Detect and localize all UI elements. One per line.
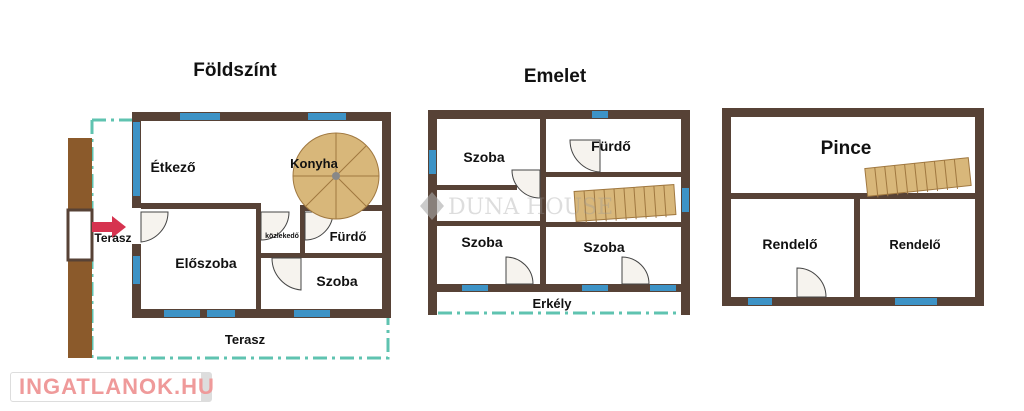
- svg-text:DUNA HOUSE: DUNA HOUSE: [448, 195, 613, 220]
- ingatlanok-logo[interactable]: INGATLANOK.HU: [10, 372, 215, 402]
- windows: [748, 298, 937, 305]
- windows: [429, 111, 689, 291]
- room-label: Szoba: [461, 234, 502, 250]
- room-label: közlekedő: [265, 233, 299, 240]
- watermark: DUNA HOUSE: [420, 192, 613, 220]
- room-label: Konyha: [290, 156, 338, 171]
- doors: [140, 211, 334, 291]
- room-label: Fürdő: [330, 229, 367, 244]
- room-label: Étkező: [150, 159, 195, 175]
- room-label: Rendelő: [889, 237, 940, 252]
- plan-title: Pince: [821, 138, 872, 159]
- room-label: Erkély: [532, 296, 572, 311]
- walls: [722, 108, 984, 306]
- plan-title: Emelet: [524, 66, 587, 87]
- staircase: [573, 184, 677, 223]
- room-label: Terasz: [94, 231, 131, 245]
- spiral-staircase: [292, 132, 380, 220]
- door: [796, 267, 827, 298]
- ground-floor-plan: Földszínt Étkező Konyha Terasz Előszoba …: [66, 60, 391, 360]
- room-label: Fürdő: [591, 138, 631, 154]
- room-label: Előszoba: [175, 255, 237, 271]
- logo-text: INGATLANOK.HU: [19, 374, 215, 399]
- doors: [505, 139, 650, 285]
- outdoor-stairs: [66, 138, 94, 358]
- windows: [133, 113, 346, 317]
- staircase: [864, 157, 972, 198]
- plan-title: Földszínt: [193, 60, 277, 81]
- upper-floor-plan: Emelet Szoba Fürdő Szoba Szoba Erkély: [428, 66, 690, 315]
- room-label: Szoba: [316, 273, 357, 289]
- room-label: Rendelő: [762, 236, 817, 252]
- entrance-arrow-icon: [92, 216, 126, 238]
- room-label: Szoba: [463, 149, 504, 165]
- watermark-logo-icon: [420, 192, 444, 220]
- room-label: Terasz: [225, 332, 266, 347]
- basement-plan: Pince Rendelő Rendelő: [722, 108, 984, 306]
- room-label: Szoba: [583, 239, 624, 255]
